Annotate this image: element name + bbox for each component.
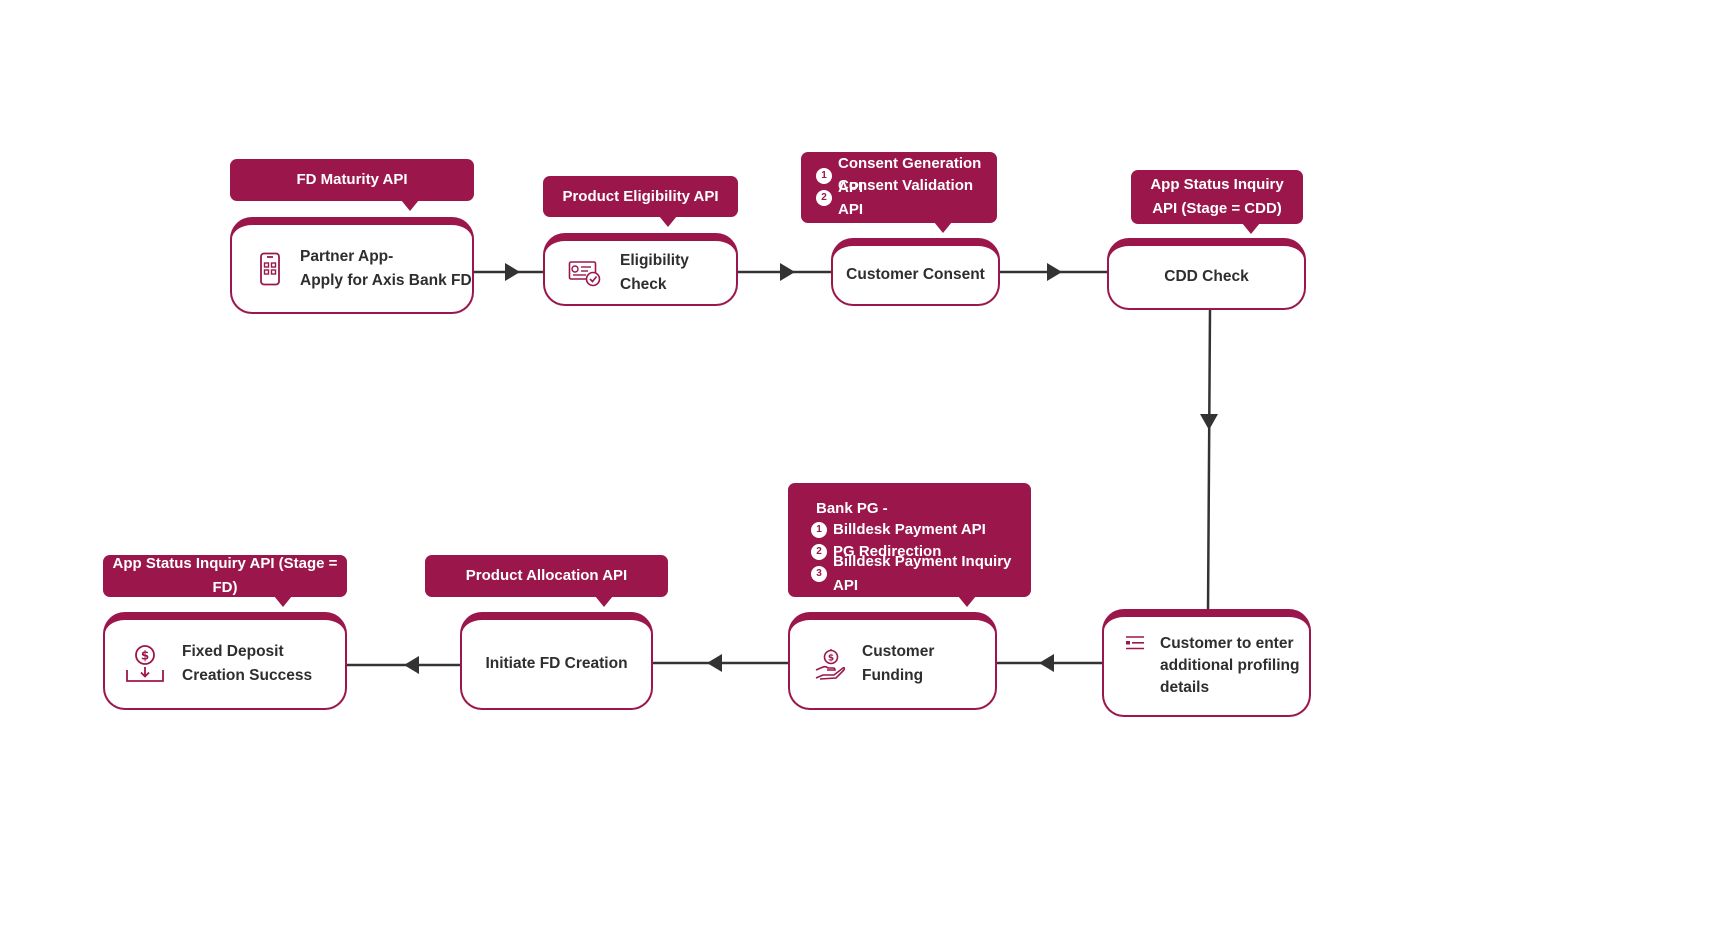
app-status-cdd-api-tag: App Status Inquiry API (Stage = CDD) [1131,170,1303,234]
connector-cdd-to-profiling [1206,309,1212,613]
node-initiate-fd-creation: Initiate FD Creation [460,612,653,710]
node-label: Customer Funding [862,643,935,684]
node-label: Customer to enter additional profiling d… [1160,635,1300,696]
list-item: 1 Billdesk Payment API [811,519,1031,541]
tag-text: Product Eligibility API [562,187,719,205]
arrowhead-down [1200,414,1218,430]
bank-pg-apis-tag: Bank PG - 1 Billdesk Payment API 2 PG Re… [788,483,1031,607]
node-label: CDD Check [1164,268,1249,285]
svg-text:$: $ [828,654,834,664]
list-item-text: Consent Generation API [838,155,982,196]
consent-apis-tag: 1 Consent Generation API 2 Consent Valid… [801,152,997,233]
list-item-text: Billdesk Payment API [833,521,986,538]
node-additional-profiling: Customer to enter additional profiling d… [1102,609,1311,717]
list-item: 3 Billdesk Payment Inquiry API [811,553,1031,594]
app-status-fd-api-tag: App Status Inquiry API (Stage = FD) [103,555,347,607]
node-customer-consent: Customer Consent [831,238,1000,306]
tag-title: Bank PG - [816,500,888,517]
node-label: Eligibility Check [620,251,689,293]
arrowhead-left [404,656,419,674]
step-number-badge: 2 [816,190,832,206]
product-eligibility-api-tag: Product Eligibility API [543,176,738,227]
arrowhead-left [707,654,722,672]
step-number-badge: 1 [811,522,827,538]
node-cdd-check: CDD Check [1107,238,1306,310]
arrowhead-right [1047,263,1062,281]
consent-api-list: 1 Consent Generation API 2 Consent Valid… [816,155,997,218]
list-form-icon [1124,635,1146,651]
arrowhead-left [1039,654,1054,672]
list-item: 2 PG Redirection [811,541,1031,563]
svg-text:$: $ [141,649,149,663]
node-fd-creation-success: $ Fixed Deposit Creation Success [103,612,347,710]
tag-text: Product Allocation API [465,567,628,584]
node-customer-funding: $ Customer Funding [788,612,997,710]
bank-pg-api-list: 1 Billdesk Payment API 2 PG Redirection … [811,519,1031,594]
product-allocation-api-tag: Product Allocation API [425,555,668,607]
step-number-badge: 2 [811,544,827,560]
list-item-text: PG Redirection [833,543,942,560]
list-item: 1 Consent Generation API [816,155,997,196]
node-partner-app: Partner App- Apply for Axis Bank FD [230,217,474,314]
tag-text: FD Maturity API [296,171,408,188]
step-number-badge: 3 [811,566,827,582]
deposit-dollar-icon: $ [125,644,165,684]
node-label: Initiate FD Creation [485,655,628,672]
arrowhead-right [780,263,795,281]
mobile-app-icon [259,252,281,286]
node-label: Fixed Deposit Creation Success [182,643,313,684]
node-label: Customer Consent [846,266,985,283]
eligibility-check-icon [568,259,602,287]
node-label: Partner App- Apply for Axis Bank FD [300,247,472,289]
tag-text: App Status Inquiry API (Stage = CDD) [1150,176,1284,217]
arrowhead-right [505,263,520,281]
list-item-text: Consent Validation API [838,177,974,218]
list-item-text: Billdesk Payment Inquiry API [833,553,1012,594]
hand-money-icon: $ [814,648,846,680]
fd-maturity-api-tag: FD Maturity API [230,159,474,211]
list-item: 2 Consent Validation API [816,177,997,218]
tag-text: App Status Inquiry API (Stage = FD) [112,555,338,596]
step-number-badge: 1 [816,168,832,184]
node-eligibility-check: Eligibility Check [543,233,738,306]
